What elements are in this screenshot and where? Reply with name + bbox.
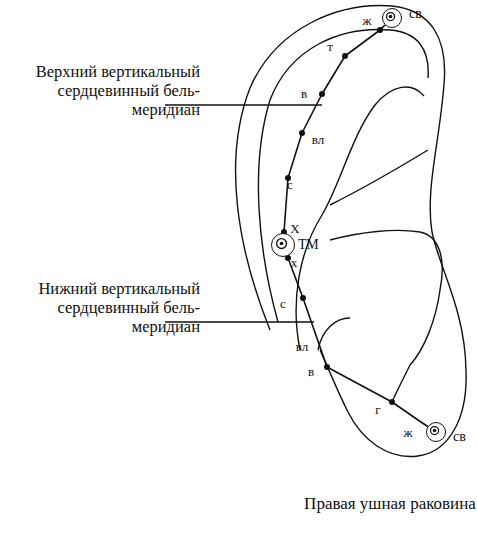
point-code: св [409,7,422,21]
point-letter: ж [404,426,413,439]
point-dot [377,27,383,33]
point-letter: с [280,297,286,310]
point-letter: вл [312,133,324,146]
point-dot [324,364,330,370]
point-letter: т [327,40,333,53]
point-dot [342,53,348,59]
meridian-line [284,25,385,233]
outer-helix [236,6,467,457]
point-code: св [453,430,466,444]
point-letter: Х [290,222,299,235]
figure-caption: Правая ушная раковина [300,493,477,514]
point-letter: с [287,178,293,191]
acupoint-circle: св [426,422,446,442]
point-dot [319,91,325,97]
point-letter: ж [363,14,372,27]
inner-ring-circle [431,427,439,435]
antihelix-crus [330,150,428,205]
point-dot [300,295,306,301]
inner-ring [272,234,294,256]
acupoint-circle: св [382,8,402,28]
meridian-name: Нижний вертикальный сердцевинный бель-ме… [30,279,200,336]
point-dot [389,399,395,405]
point-code: ТМ [298,238,319,252]
lobe-line [392,365,410,402]
inner-ring [383,9,401,27]
meridian-line [287,256,427,426]
antihelix [296,87,424,350]
point-letter: в [308,365,314,378]
inner-ring-circle [277,239,287,249]
inner-helix [258,30,428,322]
inner-ring-circle [387,13,395,21]
point-letter: в [301,87,307,100]
tragus [318,318,350,350]
concha-rim [330,230,442,365]
center-dot [433,429,437,433]
point-letter: вл [296,340,308,353]
point-dot [299,130,305,136]
point-letter: г [375,403,380,416]
center-dot [389,15,393,19]
acupoint-circle: ТМ [271,233,295,257]
center-dot [280,242,284,246]
point-letter: х [291,256,298,269]
inner-ring [427,423,445,441]
meridian-name: Верхний вертикальный сердцевинный бель-м… [30,62,200,119]
